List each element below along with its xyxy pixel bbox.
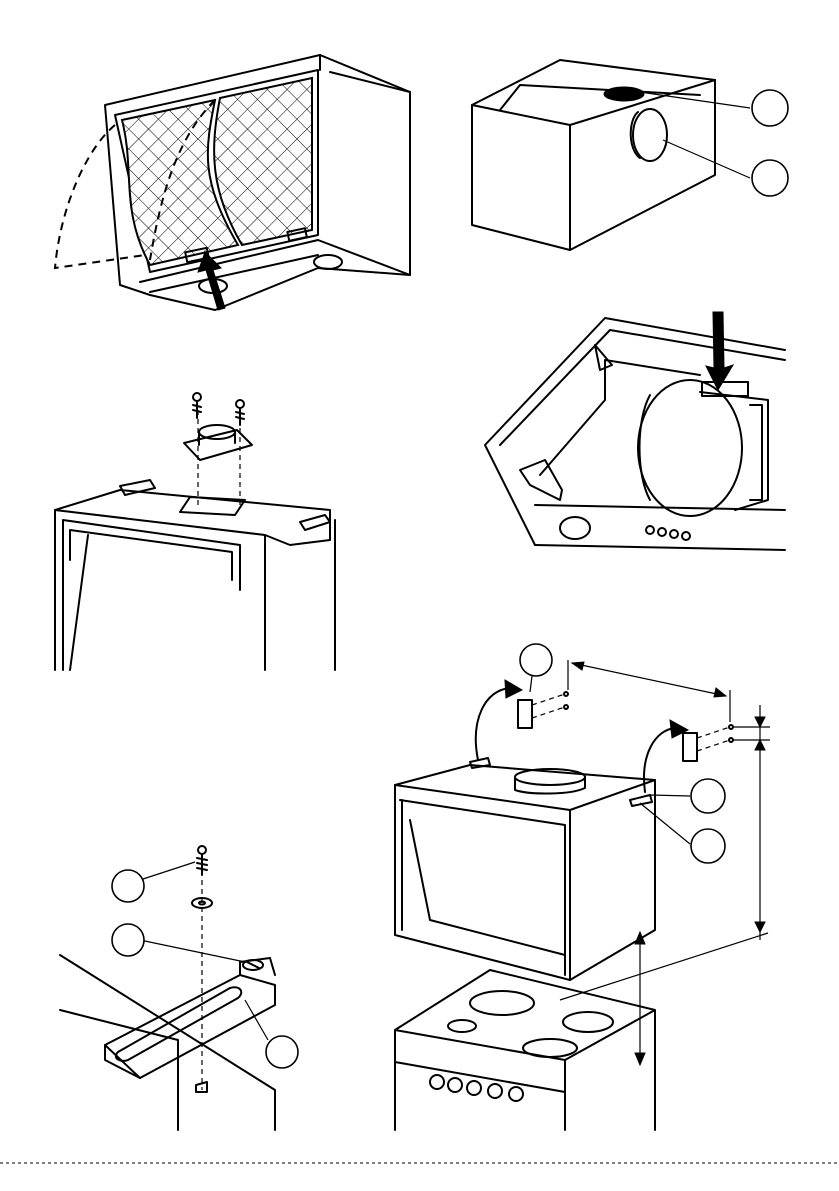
callout-2: [752, 160, 788, 196]
callout-c: [691, 829, 725, 863]
callout-1: [752, 90, 788, 126]
hob-ring-1: [470, 991, 534, 1015]
dimension-width: [568, 660, 730, 722]
hob-ring-2: [448, 1020, 476, 1032]
figure-wall-mounting: [395, 644, 770, 1130]
hob-ring-3: [563, 1012, 613, 1032]
callout-b: [691, 779, 725, 813]
wall-bracket-1: [518, 700, 532, 728]
hob-ring-4: [523, 1039, 577, 1057]
figure-fan-motor-view: [485, 312, 785, 550]
figure-filter-removal: [55, 55, 410, 310]
light-switch: [560, 517, 590, 539]
grease-filter-right: [214, 78, 312, 245]
figure-bracket-fixing: [60, 846, 298, 1130]
fan-housing: [638, 380, 742, 516]
figure-collar-fitting: [55, 393, 335, 670]
cable-hole: [604, 87, 644, 101]
callout-bracket-screw: [112, 924, 144, 956]
screw-icon: [236, 400, 244, 425]
figure-hood-top-outlets: [472, 60, 788, 250]
fixing-screw-icon: [197, 846, 207, 875]
callout-screw: [112, 870, 144, 902]
air-outlet: [633, 109, 667, 161]
screw-icon: [193, 393, 201, 418]
hob-light-2: [314, 255, 342, 269]
callout-bracket: [266, 1036, 298, 1068]
bracket-screw-icon: [243, 960, 263, 970]
callout-a: [520, 644, 552, 676]
wall-bracket-2: [683, 733, 697, 761]
